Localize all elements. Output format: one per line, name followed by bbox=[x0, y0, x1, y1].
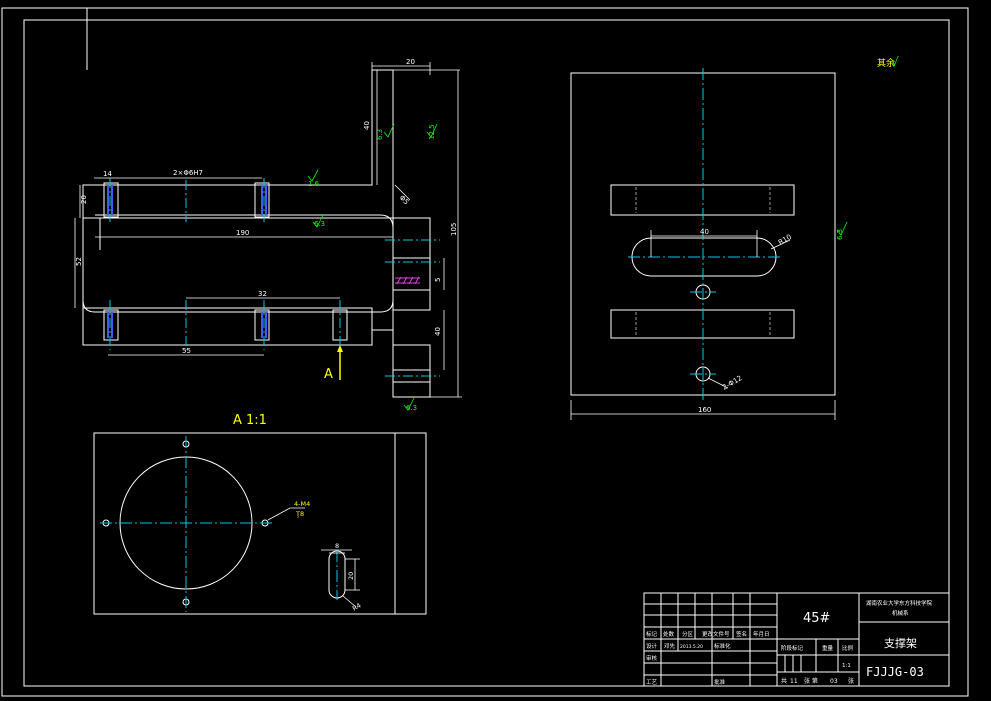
side-dim-hole-dia: 2-Φ12 bbox=[721, 374, 744, 392]
tb-school: 湖南农业大学东方科技学院 bbox=[866, 599, 933, 607]
front-top-arm bbox=[82, 69, 394, 219]
front-view: 20 40 2×Φ6H7 14 20 Φ5 190 52 105 5 40 32… bbox=[74, 58, 462, 412]
side-dim-width: 160 bbox=[698, 406, 711, 414]
detail-view-label: A 1:1 bbox=[233, 413, 267, 428]
dim-left-14: 14 bbox=[103, 170, 112, 178]
general-roughness: 其余 √ bbox=[877, 55, 899, 69]
general-roughness-mark: √ bbox=[891, 55, 899, 69]
tb-total-prefix: 共 bbox=[781, 677, 787, 685]
roughness-front-4: 6.3 bbox=[314, 220, 325, 228]
title-block: 标记 处数 分区 更改文件号 签名 年月日 设计 邓先 2013.5.20 标准… bbox=[643, 592, 950, 687]
detail-dim-slot-width: 8 bbox=[335, 542, 339, 550]
tb-label-sign: 签名 bbox=[736, 630, 747, 638]
dim-left-20: 20 bbox=[80, 195, 88, 204]
tb-label-review: 审核 bbox=[646, 654, 658, 662]
tb-label-zone: 分区 bbox=[682, 630, 694, 638]
drawing-frame bbox=[1, 7, 969, 697]
detail-dim-slot-height: 20 bbox=[347, 572, 355, 580]
tb-total-sheets: 11 bbox=[790, 678, 798, 685]
dim-top-width: 20 bbox=[406, 58, 415, 66]
view-arrow-label: A bbox=[324, 367, 333, 382]
detail-dim-slot-radius: R4 bbox=[351, 601, 362, 612]
dim-length-190: 190 bbox=[236, 229, 249, 237]
dim-top-height: 40 bbox=[363, 121, 371, 130]
tb-label-count: 处数 bbox=[663, 630, 675, 638]
dim-height-52: 52 bbox=[75, 257, 83, 266]
dim-spacing-32: 32 bbox=[258, 290, 267, 298]
front-web bbox=[82, 218, 394, 331]
detail-dim-thread: 4-M4 bbox=[294, 500, 310, 508]
tb-part-name: 支撑架 bbox=[884, 636, 917, 650]
tb-label-scale: 比例 bbox=[842, 644, 854, 652]
front-centerlines bbox=[109, 178, 440, 377]
tb-label-standard: 标准化 bbox=[714, 642, 731, 650]
detail-outline bbox=[93, 432, 427, 615]
side-dim-slot-length: 40 bbox=[700, 228, 709, 236]
dim-bore-spacing: 2×Φ6H7 bbox=[173, 169, 203, 177]
tb-label-approve: 批准 bbox=[714, 678, 726, 686]
tb-designer: 邓先 bbox=[664, 642, 676, 650]
roughness-front-3: 1.6 bbox=[308, 180, 320, 188]
roughness-side-1: 6.3 bbox=[836, 229, 844, 240]
tb-label-stage: 阶段标记 bbox=[781, 644, 804, 652]
tb-label-date: 年月日 bbox=[753, 630, 770, 638]
front-dimensions bbox=[74, 62, 462, 398]
tb-design-date: 2013.5.20 bbox=[680, 644, 703, 650]
roughness-front-5: 6.3 bbox=[406, 404, 417, 412]
tb-label-change-doc: 更改文件号 bbox=[702, 630, 730, 638]
tb-label-design: 设计 bbox=[646, 642, 658, 650]
tb-label-mark: 标记 bbox=[646, 630, 658, 638]
tb-drawing-number: FJJJG-03 bbox=[866, 665, 924, 679]
dim-overall-105: 105 bbox=[450, 223, 458, 236]
detail-dim-thread-depth: Ţ8 bbox=[295, 510, 304, 518]
roughness-front-1: 6.3 bbox=[376, 129, 384, 140]
tb-label-process: 工艺 bbox=[646, 679, 658, 686]
general-roughness-text: 其余 bbox=[877, 57, 895, 69]
front-lower-boss bbox=[392, 330, 431, 398]
view-arrow-a: A bbox=[324, 345, 343, 382]
dim-right-5: 5 bbox=[434, 278, 442, 282]
side-dim-slot-radius: R10 bbox=[777, 233, 793, 247]
tb-school-sub: 机械系 bbox=[892, 609, 909, 617]
detail-view: A 1:1 4-M4 Ţ8 8 bbox=[93, 413, 427, 615]
dim-hole-depth: Φ5 bbox=[398, 194, 411, 207]
dim-right-40: 40 bbox=[434, 327, 442, 336]
tb-scale-value: 1:1 bbox=[842, 663, 851, 669]
dim-spacing-55: 55 bbox=[182, 347, 191, 355]
tb-sheet-number: 03 bbox=[830, 678, 838, 685]
front-right-boss bbox=[393, 217, 431, 311]
front-bottom-lip bbox=[82, 308, 373, 346]
roughness-front-2: 12.5 bbox=[428, 124, 436, 140]
front-hatch bbox=[395, 276, 420, 285]
side-slot bbox=[631, 237, 777, 277]
tb-sheet-suffix: 张 bbox=[848, 677, 854, 685]
tb-material: 45# bbox=[803, 611, 830, 626]
tb-label-weight: 重量 bbox=[822, 644, 834, 652]
tb-sheet-mid: 张 第 bbox=[804, 677, 818, 685]
side-view: 40 R10 160 2-Φ12 6.3 bbox=[570, 68, 848, 420]
